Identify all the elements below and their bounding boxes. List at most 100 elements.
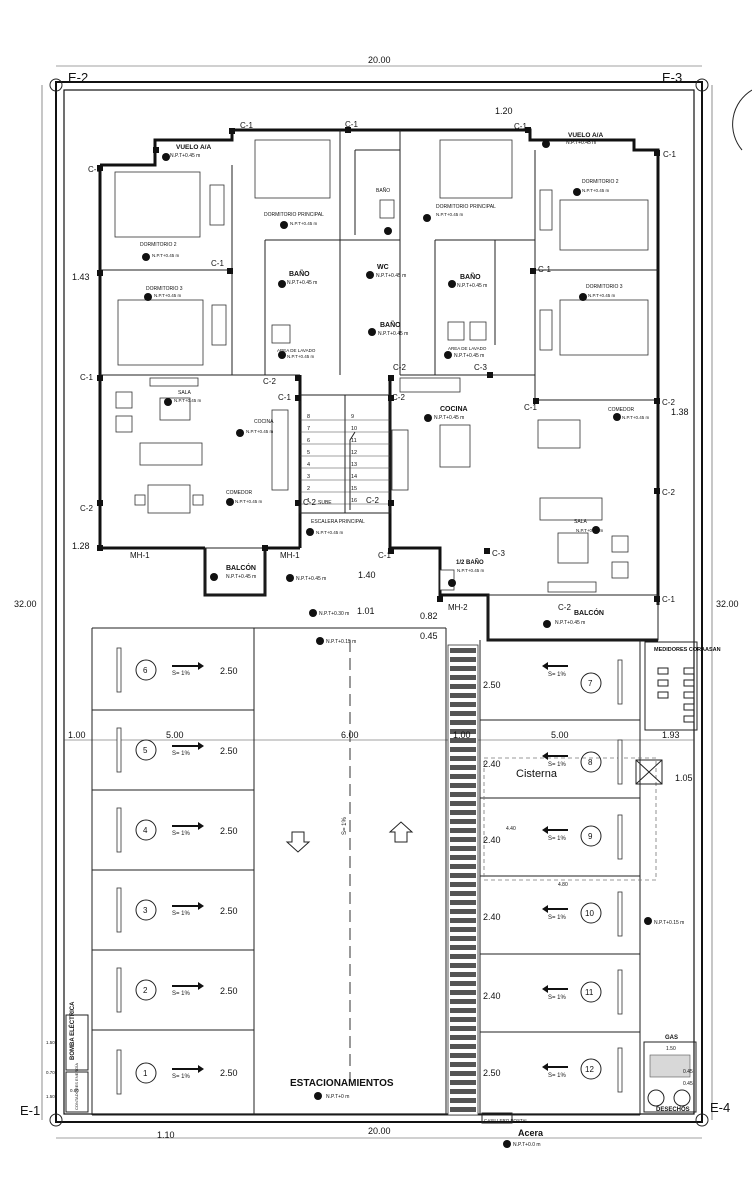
column-label: C-1 xyxy=(662,595,675,604)
crossing-stripe xyxy=(450,711,476,716)
crossing-stripe xyxy=(450,873,476,878)
crossing-stripe xyxy=(450,1035,476,1040)
stair-step-label: 5 xyxy=(307,450,310,456)
parking-layout xyxy=(91,627,657,1116)
crossing-stripe xyxy=(450,720,476,725)
room-label-comedor-left: COMEDOR xyxy=(226,490,253,496)
column-label: C-2 xyxy=(303,498,316,507)
parking-labels-right: 7 8 9 10 11 12 S= 1% S= 1% S= 1% S= 1% S… xyxy=(483,672,594,1079)
crossing-stripe xyxy=(450,666,476,671)
level-label: N.P.T+0.45 m xyxy=(588,293,616,298)
crossing-stripe xyxy=(450,729,476,734)
stair-sube-label: SUBE xyxy=(318,500,332,506)
dim-label: 0.80 xyxy=(70,1088,79,1093)
column-label: C-2 xyxy=(558,603,571,612)
dim-label: 1.50 xyxy=(46,1094,55,1099)
level-label: N.P.T+0.45 m xyxy=(434,415,464,421)
room-label-dorm2-right: DORMITORIO 2 xyxy=(582,179,619,185)
crossing-stripe xyxy=(450,1098,476,1103)
dim-label: 1.01 xyxy=(357,606,375,616)
room-label-dorm3-right: DORMITORIO 3 xyxy=(586,284,623,290)
level-label: N.P.T+0.45 m xyxy=(287,280,317,286)
column-label: C-1 xyxy=(538,265,551,274)
furniture xyxy=(114,139,649,593)
parking-space-number: 11 xyxy=(585,988,594,997)
parking-space-number: 7 xyxy=(588,679,593,688)
crossing-stripe xyxy=(450,900,476,905)
level-label: N.P.T+0.45 m xyxy=(316,530,344,535)
dim-label: 1.50 xyxy=(46,1040,55,1045)
crossing-stripe xyxy=(450,855,476,860)
dim-label: 1.40 xyxy=(358,570,376,580)
room-label-bano-left: BAÑO xyxy=(289,269,310,278)
dim-label: 0.70 xyxy=(46,1070,55,1075)
crossing-stripe xyxy=(450,702,476,707)
dim-label: 1.10 xyxy=(157,1130,175,1140)
column-label: C-2 xyxy=(80,504,93,513)
crossing-stripe xyxy=(450,990,476,995)
structural-columns xyxy=(97,127,660,602)
crossing-stripe xyxy=(450,648,476,653)
grid-marker-e1 xyxy=(49,1113,63,1127)
space-width-label: 2.50 xyxy=(483,680,501,690)
level-label: N.P.T+0.45 m xyxy=(170,153,200,159)
dim-top-width: 20.00 xyxy=(368,55,391,65)
level-label: N.P.T+0.45 m xyxy=(174,398,202,403)
stair-step-label: 4 xyxy=(307,462,310,468)
slope-label: S= 1% xyxy=(548,915,567,921)
stair-step-label: 11 xyxy=(351,438,357,444)
level-label: N.P.T+0.45 m xyxy=(287,354,315,359)
stair-step-label: 1 xyxy=(307,498,310,504)
slope-label: S= 1% xyxy=(172,831,191,837)
desechos-label: DESECHOS xyxy=(656,1107,690,1113)
dim-label: 5.00 xyxy=(166,730,184,740)
ramp-slope-label: S= 1% xyxy=(342,816,348,835)
room-label-lavado-right: AREA DE LAVADO xyxy=(448,346,487,351)
parking-space-number: 9 xyxy=(588,832,593,841)
column-label: C-1 xyxy=(80,373,93,382)
dim-label: 1.38 xyxy=(671,407,689,417)
level-label: N.P.T+0.45 m xyxy=(457,568,485,573)
property-boundary xyxy=(55,81,703,1123)
crossing-stripe xyxy=(450,828,476,833)
crossing-stripe xyxy=(450,954,476,959)
level-label: N.P.T+0.45 m xyxy=(296,576,326,582)
column-label: C-1 xyxy=(514,122,527,131)
column-label: C-2 xyxy=(662,488,675,497)
level-label: N.P.T+0.45 m xyxy=(235,499,263,504)
pedestrian-crossing xyxy=(447,644,479,1116)
parking-space-number: 3 xyxy=(143,906,148,915)
crossing-stripe xyxy=(450,1089,476,1094)
room-label-dorm3-left: DORMITORIO 3 xyxy=(146,286,183,292)
dim-label: 0.45 xyxy=(420,631,438,641)
room-label-bano-right: BAÑO xyxy=(460,272,481,281)
space-width-label: 2.50 xyxy=(220,826,238,836)
level-label: N.P.T+0.30 m xyxy=(319,611,349,617)
dim-label: 1.00 xyxy=(68,730,86,740)
crossing-stripe xyxy=(450,747,476,752)
grid-label-e2: E-2 xyxy=(68,70,88,85)
stair-step-label: 10 xyxy=(351,426,357,432)
stair-step-numbers: 8 7 6 5 4 3 2 1 9 10 11 12 13 14 15 16 xyxy=(307,414,357,504)
slope-label: S= 1% xyxy=(172,991,191,997)
level-label: N.P.T+0.45 m xyxy=(622,415,650,420)
arrow-up-icon xyxy=(388,821,414,843)
crossing-stripe xyxy=(450,909,476,914)
room-label-sala-right: SALA xyxy=(574,519,587,525)
level-label: N.P.T+0.45 m xyxy=(290,221,318,226)
level-label: N.P.T+0.0 m xyxy=(513,1142,541,1148)
dim-label: 5.00 xyxy=(551,730,569,740)
medidores-label: MEDIDORES CORAASAN xyxy=(654,647,721,653)
perimeter-wall xyxy=(63,89,695,1115)
room-label-cocina-left: COCINA xyxy=(254,419,274,425)
level-label: N.P.T+0.45 m xyxy=(436,212,464,217)
slope-label: S= 1% xyxy=(172,1074,191,1080)
column-label: C-2 xyxy=(366,496,379,505)
space-width-label: 2.50 xyxy=(220,746,238,756)
crossing-stripe xyxy=(450,675,476,680)
space-width-label: 2.50 xyxy=(220,906,238,916)
space-width-label: 2.50 xyxy=(220,1068,238,1078)
level-label: N.P.T+0.45 m xyxy=(376,273,406,279)
parking-space-number: 6 xyxy=(143,666,148,675)
grid-label-e1: E-1 xyxy=(20,1103,40,1118)
